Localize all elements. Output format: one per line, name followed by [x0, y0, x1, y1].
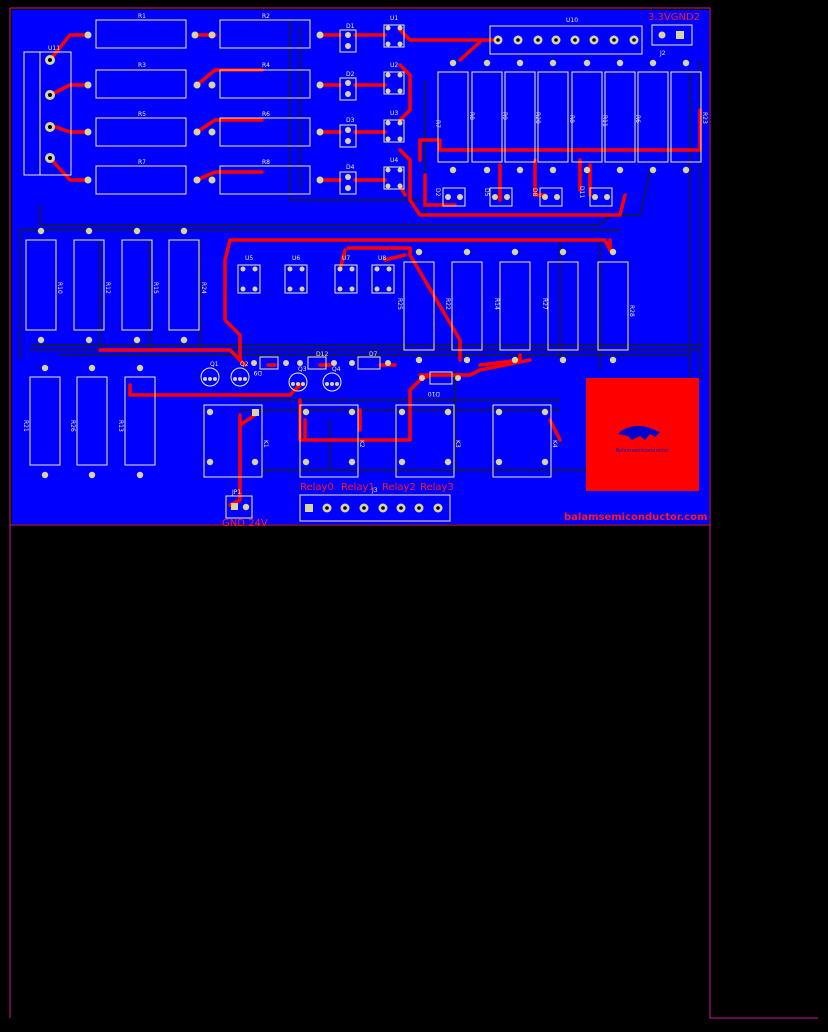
resistor-label: R14 [493, 298, 500, 310]
relay-output-label: Relay0 [300, 482, 334, 493]
resistor-label: R1 [138, 13, 146, 20]
resistor-label: R25 [396, 298, 403, 310]
mcu-header-label: U10 [566, 17, 578, 24]
leds-right: D2 D5 D8 D11 [434, 186, 613, 207]
transistors: Q1 Q2 Q3 Q4 [200, 361, 342, 392]
diodes-mid: D9 D12 D7 D10 [251, 351, 461, 397]
relay-header-ref: J3 [371, 487, 378, 494]
resistor-pads-mid [415, 248, 617, 364]
resistor-labels-mid: R25 R22 R14 R27 R28 [396, 298, 635, 317]
led-label: D11 [578, 186, 585, 198]
resistor-pads-right [449, 59, 690, 174]
terminal-block-label: U11 [48, 45, 60, 52]
resistor-label: R22 [444, 298, 451, 310]
resistor-label: R7 [138, 159, 146, 166]
power-header-ref: J2 [659, 50, 666, 57]
relays: K1 K2 K3 K4 [203, 404, 558, 478]
resistor-pads-left [37, 227, 188, 344]
relay-header-j3: J3 Relay0 Relay1 Relay2 Relay3 [299, 482, 454, 522]
resistor-label: R12 [104, 282, 111, 294]
resistor-label: R15 [152, 282, 159, 294]
opto-label: U3 [390, 110, 398, 117]
resistor-label: R5 [138, 111, 146, 118]
resistor-label: R3 [138, 62, 146, 69]
resistor-label: R20 [534, 112, 541, 124]
resistor-label: R10 [56, 282, 63, 294]
transistor-label: Q4 [332, 366, 341, 373]
resistor-label: R24 [200, 282, 207, 294]
resistor-label: R9 [501, 112, 508, 120]
resistors-mid [403, 261, 629, 351]
optos-top: U1 U2 U3 U4 [383, 15, 405, 190]
resistor-labels-bottom: R21 R26 R13 [22, 420, 124, 432]
mcu-header-u10: U10 [489, 17, 643, 55]
transistor-label: Q3 [298, 366, 307, 373]
relay-label: K3 [454, 440, 461, 448]
resistor-label: R6 [262, 111, 270, 118]
resistors-left [25, 239, 200, 331]
opto-label: U5 [245, 255, 253, 262]
resistor-label: R23 [701, 112, 708, 124]
resistor-label: R2 [262, 13, 270, 20]
resistor-label: R13 [117, 420, 124, 432]
led-label: D5 [483, 188, 490, 197]
logo-cheetah-icon [618, 426, 660, 440]
resistor-row-top: R1 R2 R3 R4 R5 R6 R7 R8 [95, 13, 311, 195]
resistor-labels-left: R10 R12 R15 R24 [56, 282, 207, 294]
resistor-label: R21 [22, 420, 29, 432]
relay-label: K1 [262, 440, 269, 448]
resistor-pads-bottom [41, 364, 144, 479]
resistor-pads-top [84, 31, 324, 184]
resistors-right [437, 71, 702, 163]
resistor-labels-right: R7 R8 R9 R20 R8 R11 R6 R23 [434, 112, 708, 128]
resistor-label: R8 [568, 115, 575, 123]
diodes-top: D1 D2 D3 D4 [339, 23, 357, 195]
supply-connector-ref: JP1 [231, 489, 241, 496]
resistor-label: R26 [69, 420, 76, 432]
diode-label: D7 [369, 351, 378, 358]
relay-label: K2 [358, 440, 365, 448]
logo-block: Balamsemiconductor [586, 378, 699, 491]
diode-label: D2 [346, 71, 355, 78]
resistor-label: R27 [541, 298, 548, 310]
supply-label: GND 24V [222, 518, 268, 529]
relay-output-label: Relay2 [382, 482, 416, 493]
opto-label: U4 [390, 157, 398, 164]
relay-output-label: Relay1 [341, 482, 375, 493]
resistor-label: R8 [468, 112, 475, 120]
led-label: D8 [531, 188, 538, 197]
power-input-label: 3.3VGND2 [648, 12, 700, 23]
optos-mid: U5 U6 U7 U8 [237, 255, 395, 294]
website-label: balamsemiconductor.com [564, 512, 707, 523]
power-header-j2: 3.3VGND2 J2 [648, 12, 700, 57]
opto-label: U1 [390, 15, 398, 22]
resistor-label: R28 [628, 305, 635, 317]
resistor-label: R11 [601, 115, 608, 127]
diode-label: D3 [346, 117, 355, 124]
diode-label: D4 [346, 164, 355, 171]
opto-label: U2 [390, 62, 398, 69]
diode-label: D12 [316, 351, 328, 358]
resistor-label: R7 [434, 120, 441, 128]
diode-label: D1 [346, 23, 355, 30]
board-outline [10, 7, 818, 1019]
resistor-label: R6 [634, 115, 641, 123]
opto-label: U7 [342, 255, 350, 262]
opto-label: U6 [292, 255, 300, 262]
diode-label: D9 [253, 369, 262, 376]
led-label: D2 [434, 188, 441, 197]
supply-connector-jp1: JP1 GND 24V [222, 489, 268, 529]
opto-label: U8 [378, 255, 386, 262]
relay-output-label: Relay3 [420, 482, 454, 493]
resistors-bottom [29, 376, 156, 466]
relay-label: K4 [551, 440, 558, 448]
logo-text: Balamsemiconductor [616, 448, 670, 454]
resistor-label: R8 [262, 159, 270, 166]
diode-label: D10 [428, 390, 440, 397]
transistor-label: Q2 [240, 361, 249, 368]
terminal-block-u11: U11 [23, 45, 72, 176]
transistor-label: Q1 [210, 361, 219, 368]
resistor-label: R4 [262, 62, 270, 69]
